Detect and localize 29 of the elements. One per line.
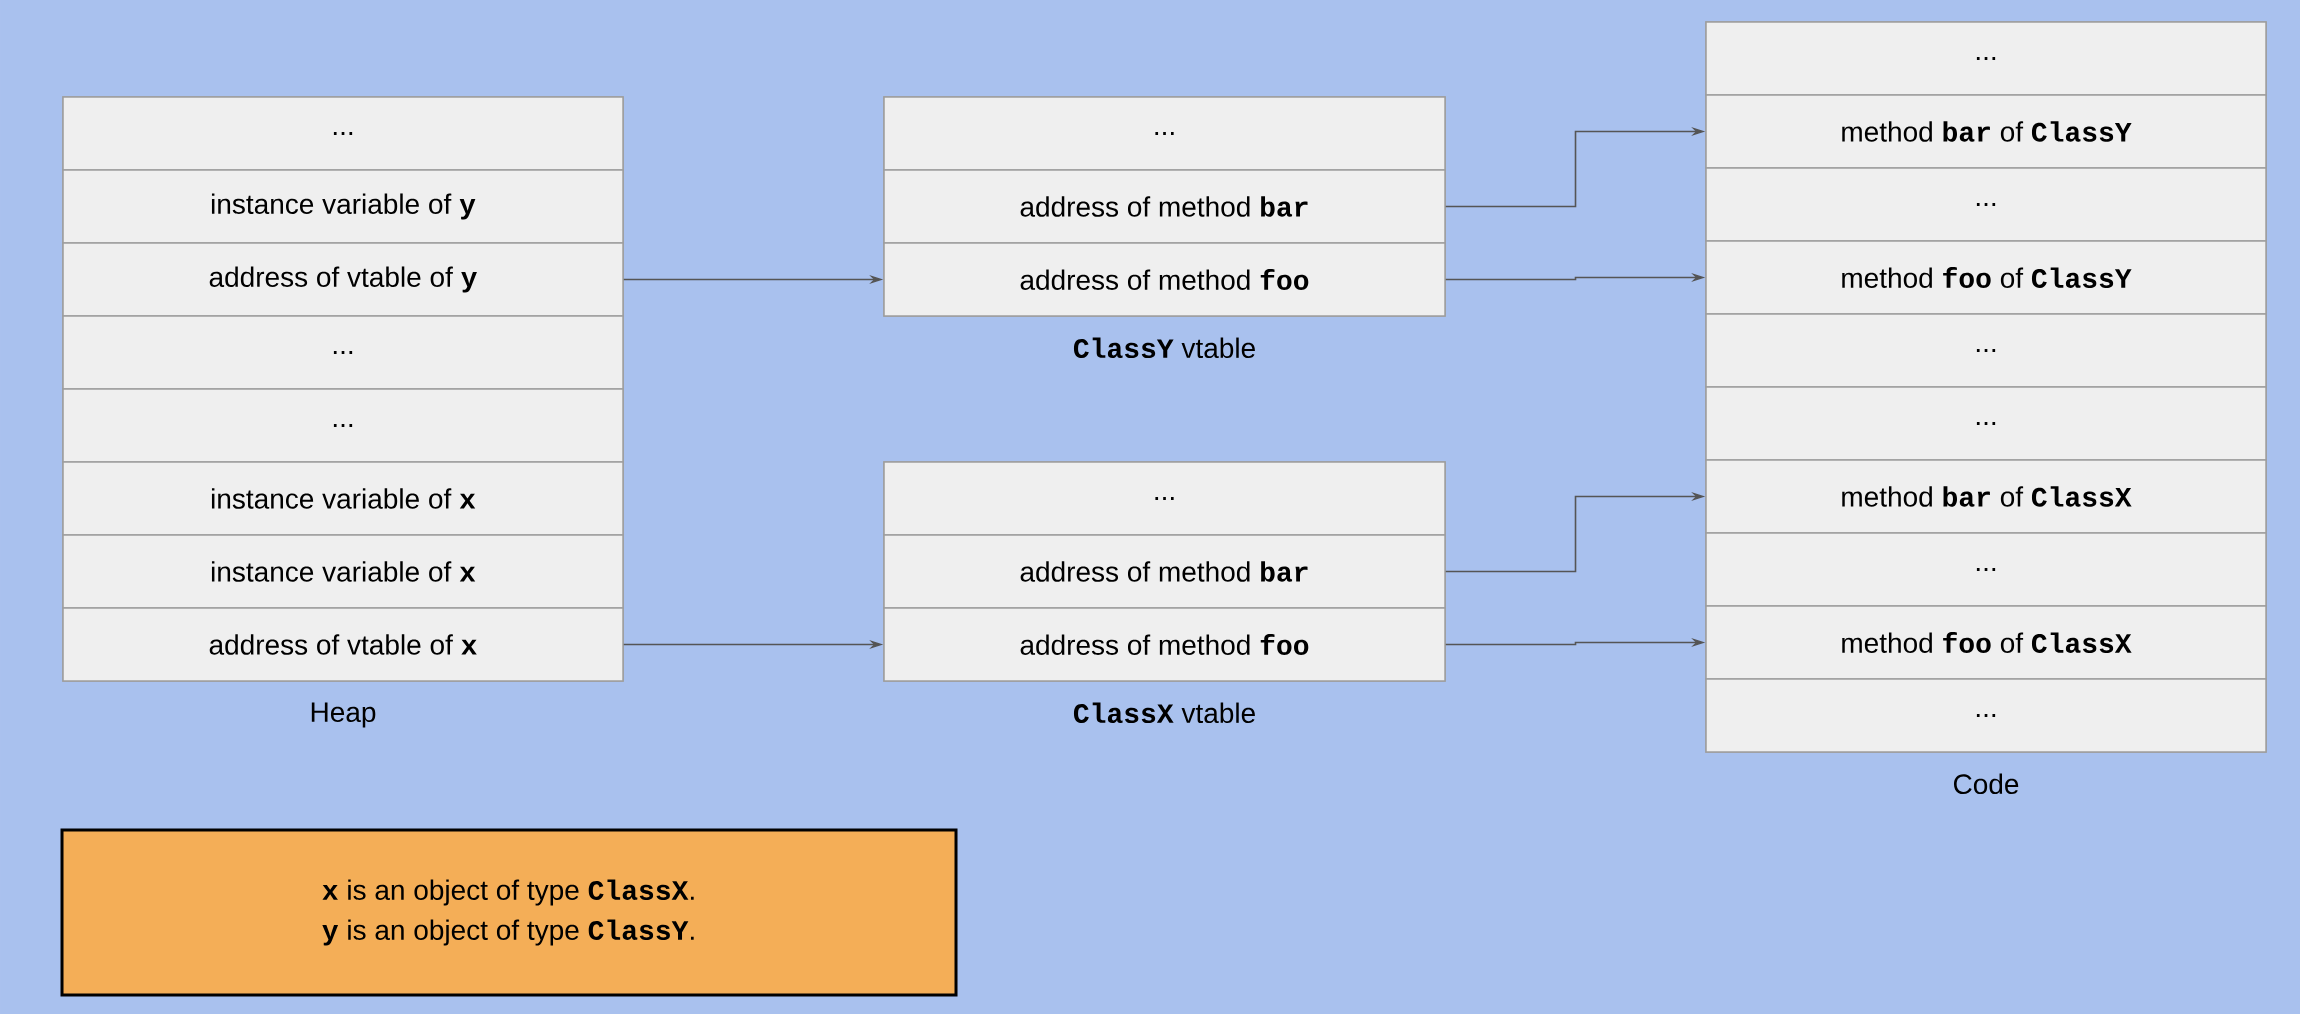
table-row: ... (1705, 21, 2267, 96)
table-row: instance variable of x (62, 534, 624, 609)
table-row: method bar of ClassX (1705, 459, 2267, 534)
table-row: ... (1705, 313, 2267, 388)
table-row: ... (883, 96, 1446, 171)
table-row: ... (62, 315, 624, 390)
table-row: address of vtable of y (62, 242, 624, 317)
table-row: address of method bar (883, 169, 1446, 244)
table-row: ... (1705, 532, 2267, 607)
table-row: instance variable of x (62, 461, 624, 536)
table-row: address of method bar (883, 534, 1446, 609)
table-row: address of vtable of x (62, 607, 624, 682)
note-box: x is an object of type ClassX. y is an object of type ClassY. (60, 828, 958, 997)
table-row: ... (1705, 167, 2267, 242)
table-row: address of method foo (883, 607, 1446, 682)
table-row: instance variable of y (62, 169, 624, 244)
table-caption: ClassX vtable (1073, 702, 1255, 724)
table-row: ... (62, 388, 624, 463)
table-row: method foo of ClassY (1705, 240, 2267, 315)
table-row: method foo of ClassX (1705, 605, 2267, 680)
table-caption: Code (1953, 773, 2019, 795)
table-row: method bar of ClassY (1705, 94, 2267, 169)
table-row: ... (62, 96, 624, 171)
table-row: ... (1705, 386, 2267, 461)
table-row: ... (1705, 678, 2267, 753)
table-caption: ClassY vtable (1073, 337, 1255, 359)
table-row: address of method foo (883, 242, 1446, 317)
table-caption: Heap (311, 702, 376, 728)
table-row: ... (883, 461, 1446, 536)
